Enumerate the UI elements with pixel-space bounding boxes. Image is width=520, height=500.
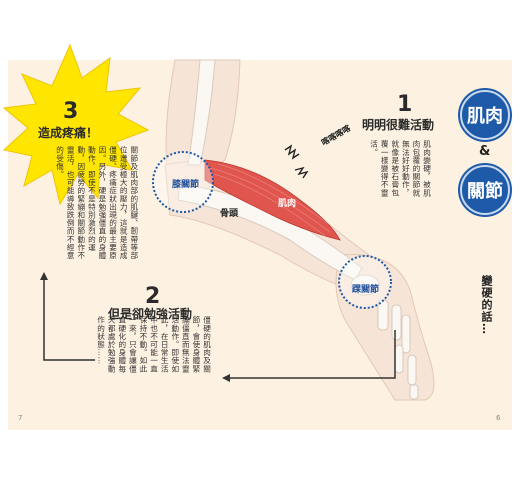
ankle-label: 踝關節	[352, 285, 380, 295]
step3-body: 關節及肌肉部的肌腱、韌帶等部位遭受極大的壓力，這就是造成僵硬、疼痛症狀出現的最主…	[55, 146, 139, 260]
muscle-label: 肌肉	[278, 199, 297, 209]
title-circle-joint: 關節	[460, 165, 510, 215]
bone-label: 骨頭	[220, 209, 239, 219]
title-subtitle: 變硬的話…	[480, 275, 493, 335]
ankle-joint-highlight	[338, 255, 392, 309]
step2-heading: 但是卻勉強活動	[108, 307, 193, 321]
title-word-joint: 關節	[467, 181, 503, 202]
step1-body: 肌肉變硬，被肌肉包覆的關節就無法好好動作，就像是被石膏包覆一樣變得不靈活。	[369, 140, 432, 197]
foot-bones	[350, 274, 419, 400]
femur-bone	[187, 59, 216, 166]
knee-label: 膝關節	[172, 180, 200, 190]
step3-heading: 造成疼痛！	[38, 126, 99, 140]
flow-arrows	[43, 280, 396, 379]
title-word-muscle: 肌肉	[467, 106, 503, 127]
step1-number: 1	[397, 92, 413, 117]
title-circle-muscle: 肌肉	[460, 90, 510, 140]
calf-muscle	[204, 159, 341, 241]
step1-heading: 明明很難活動	[362, 118, 435, 132]
step3-number: 3	[63, 99, 79, 124]
pain-burst	[2, 43, 150, 206]
page-number-left: 7	[18, 414, 23, 422]
creak-lines	[284, 144, 309, 179]
page-number-right: 6	[496, 414, 501, 422]
step2-body: 僵硬的肌肉及關節，會使身體緊繃僵直而無法靈活動作。即使如此，在日常生活中也不可能…	[96, 316, 212, 373]
knee-joint-highlight	[152, 151, 214, 213]
title-connector: &	[479, 144, 491, 159]
step2-number: 2	[145, 284, 161, 309]
